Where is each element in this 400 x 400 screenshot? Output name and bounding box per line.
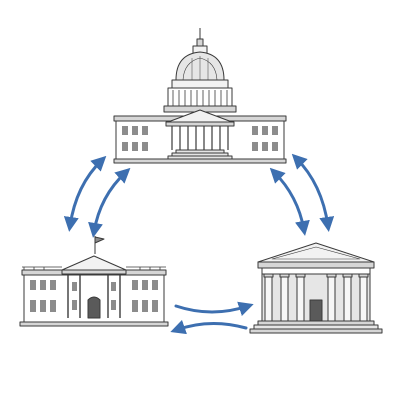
arrow-capitol-to-white-house-outer xyxy=(63,155,107,232)
white-house-icon xyxy=(19,236,169,327)
arrow-capitol-to-supreme-court-outer xyxy=(291,153,335,232)
arrow-supreme-court-to-white-house xyxy=(170,319,248,335)
supreme-court-icon xyxy=(249,242,383,334)
arrow-capitol-to-supreme-court-inner xyxy=(269,167,310,236)
arrow-white-house-to-supreme-court xyxy=(174,301,254,316)
capitol-building-icon xyxy=(113,28,287,164)
arrow-capitol-to-white-house-inner xyxy=(88,167,131,238)
